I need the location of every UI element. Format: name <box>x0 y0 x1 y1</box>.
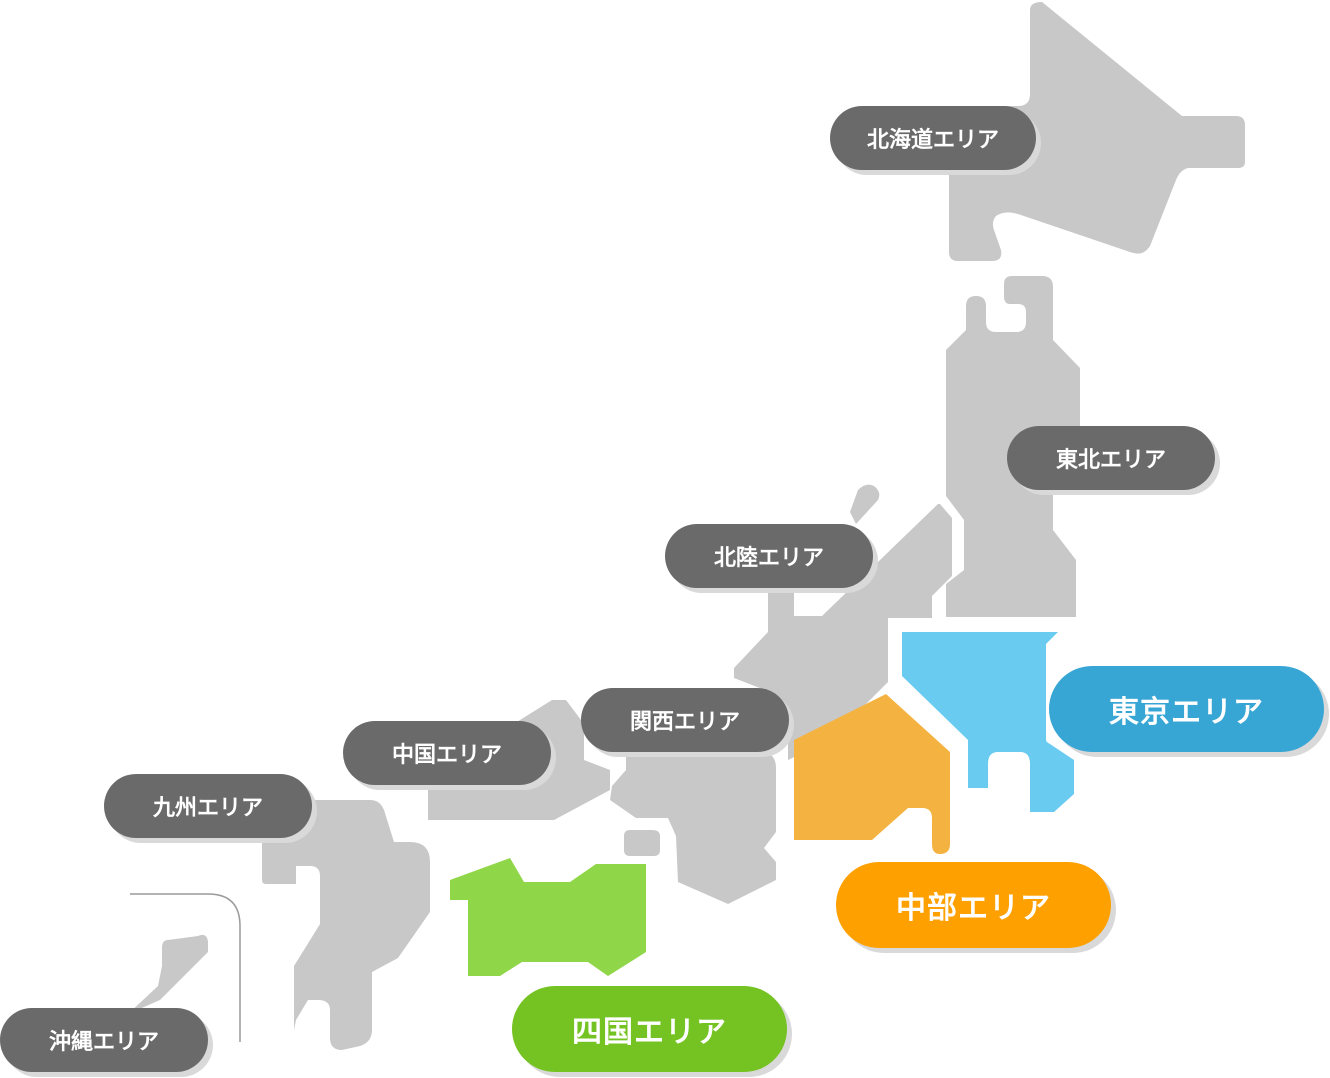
hokkaido-region[interactable] <box>949 2 1245 261</box>
hokkaido-area-button[interactable]: 北海道エリア <box>830 106 1036 170</box>
chubu-area-button[interactable]: 中部エリア <box>836 862 1111 948</box>
kansai-region[interactable] <box>610 752 776 904</box>
okinawa-area-button[interactable]: 沖縄エリア <box>0 1008 208 1072</box>
kyushu-region[interactable] <box>262 800 430 1050</box>
tohoku-area-button[interactable]: 東北エリア <box>1007 426 1215 490</box>
kansai-area-button[interactable]: 関西エリア <box>581 688 789 752</box>
shikoku-area-button[interactable]: 四国エリア <box>512 986 787 1072</box>
tokyo-region[interactable] <box>902 632 1074 812</box>
chubu-region[interactable] <box>794 694 950 854</box>
tokyo-area-button[interactable]: 東京エリア <box>1049 666 1324 752</box>
okinawa-region[interactable] <box>128 934 208 1014</box>
okinawa-inset-border <box>130 893 241 1042</box>
kyushu-area-button[interactable]: 九州エリア <box>104 774 312 838</box>
chugoku-area-button[interactable]: 中国エリア <box>343 721 551 785</box>
hokuriku-region[interactable] <box>734 484 952 760</box>
hokuriku-area-button[interactable]: 北陸エリア <box>665 524 873 588</box>
shikoku-region[interactable] <box>450 858 646 976</box>
